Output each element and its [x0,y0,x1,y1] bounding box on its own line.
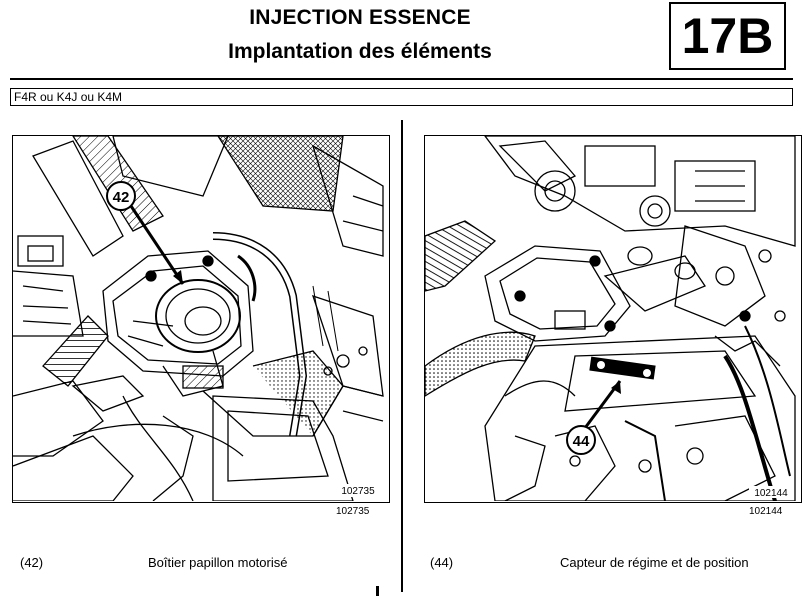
column-divider [401,120,403,592]
figure-throttle-body: 42 102735 [12,135,390,503]
callout-circle-42 [106,181,136,211]
legend-label-throttle-body: Boîtier papillon motorisé [148,555,288,570]
throttle-body-illustration: 42 102735 [13,136,384,501]
callout-circle-44 [566,425,596,455]
page-subtitle: Implantation des éléments [228,40,492,63]
section-badge: 17B [669,2,786,70]
engine-types-box: F4R ou K4J ou K4M [10,88,793,106]
figure-outer-code: 102735 [336,506,370,517]
speed-sensor-illustration: 44 102144 [425,136,796,501]
legend-number-44: (44) [430,555,454,570]
figure-outer-code: 102144 [749,506,783,517]
figure-inner-code: 102735 [341,486,375,497]
figure-inner-code: 102144 [754,488,788,499]
legend-number-42: (42) [20,555,44,570]
callout-label-42: 42 [113,189,130,206]
header-rule [10,78,793,80]
callout-label-44: 44 [573,433,590,450]
figure-speed-sensor: 44 102144 [424,135,802,503]
legend-label-speed-sensor: Capteur de régime et de position [560,555,749,570]
page-tick-mark [376,586,379,596]
page-title: INJECTION ESSENCE [249,6,471,29]
